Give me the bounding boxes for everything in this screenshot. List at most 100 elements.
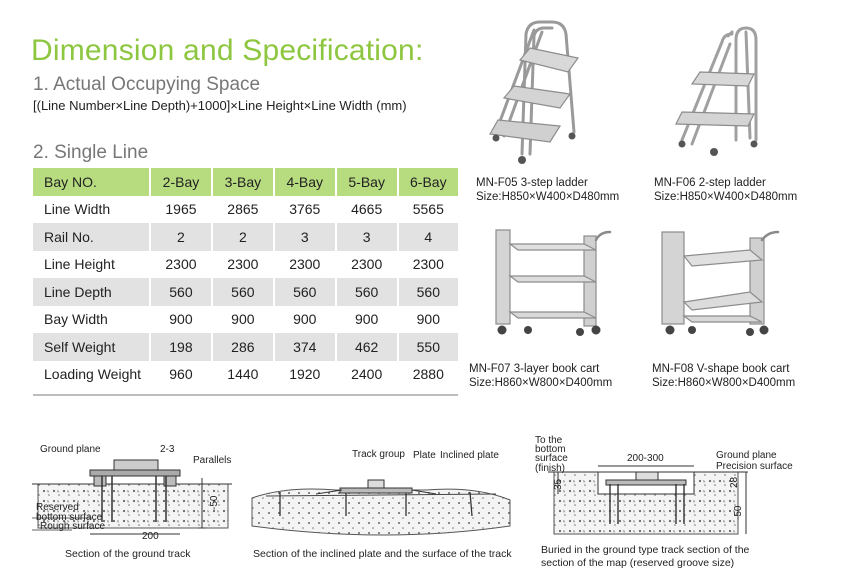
buried-track-section-diagram [548, 465, 748, 535]
table-bottom-rule [33, 394, 458, 396]
table-cell: 4 [397, 223, 458, 251]
table-cell: Bay NO. [33, 168, 151, 196]
table-cell: 5565 [412, 201, 444, 218]
product-name: MN-F05 3-step ladder [476, 177, 588, 189]
product-caption: MN-F05 3-step ladder Size:H850×W400×D480… [476, 176, 619, 204]
table-row: Bay Width 900 900 900 900 900 [33, 305, 458, 333]
precision-surface-label: Precision surface [716, 461, 793, 472]
table-cell: Line Height [33, 250, 151, 278]
left-dimension-label: 35 [553, 478, 564, 490]
product-caption: MN-F06 2-step ladder Size:H850×W400×D480… [654, 176, 797, 204]
section1-title: 1. Actual Occupying Space [33, 74, 261, 95]
table-cell: 900 [273, 305, 337, 333]
table-row: Loading Weight 960 1440 1920 2400 2880 [33, 360, 458, 388]
ground-plane-label: Ground plane [716, 450, 777, 461]
table-cell: 900 [150, 305, 213, 333]
product-name: MN-F08 V-shape book cart [652, 363, 790, 375]
table-row: Rail No. 2 2 3 3 4 [33, 223, 458, 251]
table-cell: 3765 [273, 195, 337, 223]
table-cell: 560 [150, 278, 213, 306]
table-cell: 2400 [335, 360, 399, 388]
table-row: Line Depth 560 560 560 560 560 [33, 278, 458, 306]
table-row: Line Height 2300 2300 2300 2300 2300 [33, 250, 458, 278]
table-cell: 3-Bay [211, 168, 275, 196]
table-cell: 2 [211, 223, 275, 251]
three-layer-book-cart-icon [495, 229, 612, 336]
to-the-label: To the [535, 435, 563, 446]
table-cell: 2300 [335, 250, 399, 278]
depth-dimension-label: -50 [733, 505, 744, 520]
space-formula: [(Line Number×Line Depth)+1000]×Line Hei… [33, 98, 407, 113]
table-cell: 900 [416, 311, 440, 328]
table-cell: 900 [211, 305, 275, 333]
table-cell: 3 [335, 223, 399, 251]
two-step-ladder-icon [675, 26, 758, 156]
section-caption: Buried in the ground type track section … [541, 544, 750, 556]
table-cell: 1920 [273, 360, 337, 388]
table-cell: Self Weight [33, 333, 151, 361]
table-cell: 5-Bay [335, 168, 399, 196]
table-cell: 550 [397, 333, 458, 361]
right-dimension-label: 28 [729, 476, 740, 488]
plate-label: Plate [413, 450, 436, 461]
width-dimension-label: 200 [142, 531, 159, 542]
three-step-ladder-icon [489, 20, 580, 164]
spec-table: Bay NO. 2-Bay 3-Bay 4-Bay 5-Bay 6-Bay Li… [33, 168, 458, 388]
table-header-row: Bay NO. 2-Bay 3-Bay 4-Bay 5-Bay 6-Bay [33, 168, 458, 196]
reserved-label: Reserved [36, 502, 79, 513]
inclined-plate-section-diagram [251, 479, 511, 536]
table-cell: Rail No. [33, 223, 151, 251]
table-cell: 374 [273, 333, 337, 361]
table-cell: 560 [273, 278, 337, 306]
table-cell: 2880 [412, 366, 444, 383]
table-row: Line Width 1965 2865 3765 4665 5565 [33, 195, 458, 223]
product-size: Size:H850×W400×D480mm [654, 191, 798, 203]
product-size: Size:H860×W800×D400mm [469, 377, 613, 389]
product-name: MN-F07 3-layer book cart [469, 363, 600, 375]
bottom-label: bottom [535, 444, 566, 455]
product-size: Size:H850×W400×D480mm [476, 191, 620, 203]
table-cell: 1440 [211, 360, 275, 388]
product-name: MN-F06 2-step ladder [654, 177, 766, 189]
table-cell: 4665 [335, 195, 399, 223]
depth-dimension-label: -50 [209, 495, 220, 510]
table-cell: Bay Width [33, 305, 151, 333]
table-cell: 462 [335, 333, 399, 361]
table-cell: 960 [150, 360, 213, 388]
inclined-plate-label: Inclined plate [440, 450, 499, 461]
table-cell: 2300 [412, 256, 444, 273]
table-cell: Line Width [33, 195, 151, 223]
table-cell: 2-Bay [150, 168, 213, 196]
table-cell: 2300 [211, 250, 275, 278]
rough-surface-label: Rough surface [40, 521, 106, 532]
width-dimension-label: 200-300 [627, 453, 664, 464]
section-caption: section of the map (reserved groove size… [541, 557, 735, 569]
surface-label: surface [535, 453, 568, 464]
track-group-label: Track group [352, 449, 405, 460]
table-cell: 2300 [150, 250, 213, 278]
table-cell: 286 [211, 333, 275, 361]
table-cell: 2 [150, 223, 213, 251]
table-cell: 2865 [211, 195, 275, 223]
product-caption: MN-F07 3-layer book cart Size:H860×W800×… [469, 362, 612, 390]
bottom-surface-label: bottom surface [36, 512, 103, 523]
parallels-label: Parallels [193, 455, 232, 466]
ground-track-section-diagram [32, 459, 232, 535]
gap-label: 2-3 [160, 444, 175, 455]
table-cell: 560 [335, 278, 399, 306]
section-caption: Section of the ground track [65, 548, 191, 560]
section2-title: 2. Single Line [33, 142, 149, 163]
table-cell: Loading Weight [33, 360, 151, 388]
table-cell: 2300 [273, 250, 337, 278]
table-cell: 4-Bay [273, 168, 337, 196]
finish-label: (finish) [535, 463, 566, 474]
table-cell: 560 [397, 278, 458, 306]
page-title: Dimension and Specification: [31, 34, 424, 67]
table-cell: 900 [335, 305, 399, 333]
table-cell: 6-Bay [397, 168, 458, 196]
product-caption: MN-F08 V-shape book cart Size:H860×W800×… [652, 362, 795, 390]
table-cell: Line Depth [33, 278, 151, 306]
section-caption: Section of the inclined plate and the su… [253, 548, 512, 560]
ground-plane-label: Ground plane [40, 444, 101, 455]
table-cell: 3 [273, 223, 337, 251]
